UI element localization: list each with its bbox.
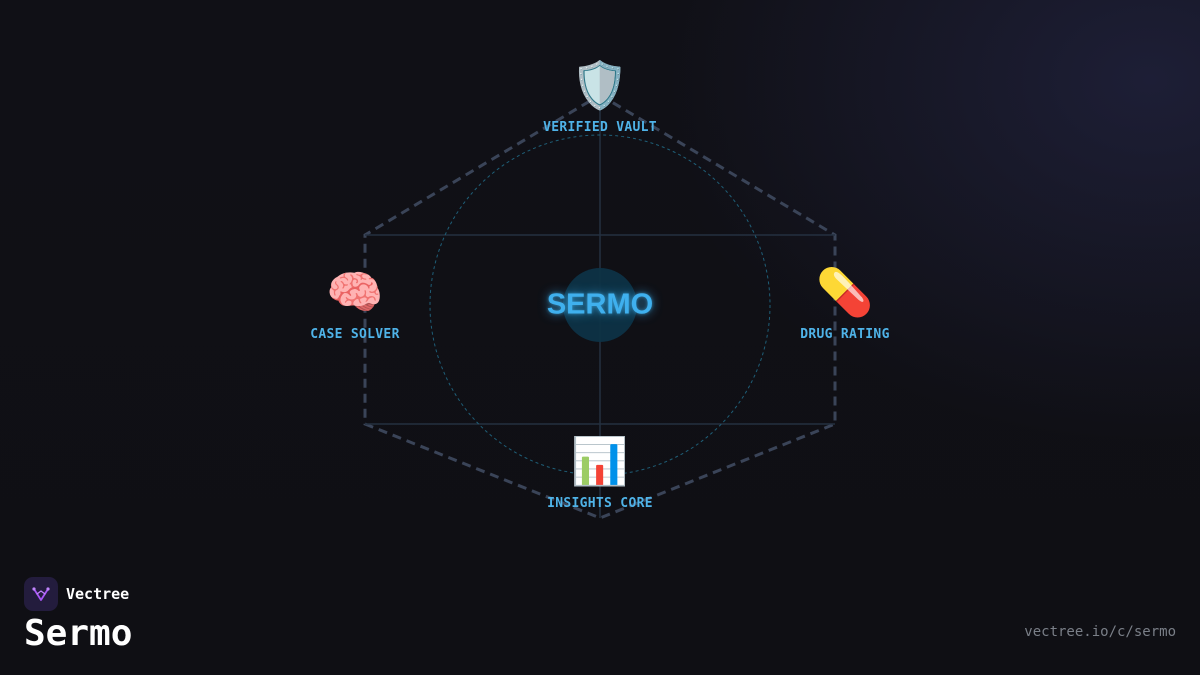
node-label: DRUG RATING bbox=[800, 327, 890, 342]
node-case-solver: 🧠 CASE SOLVER bbox=[255, 265, 455, 342]
footer-url[interactable]: vectree.io/c/sermo bbox=[1024, 624, 1176, 640]
shield-icon: 🛡️ bbox=[571, 58, 629, 112]
center-hub-glow bbox=[563, 268, 637, 342]
node-drug-rating: 💊 DRUG RATING bbox=[745, 265, 945, 342]
brand-header: Vectree bbox=[24, 577, 129, 611]
orbit-circle bbox=[429, 134, 771, 476]
brain-icon: 🧠 bbox=[326, 265, 384, 319]
node-label: INSIGHTS CORE bbox=[547, 496, 653, 511]
vectree-logo-icon bbox=[24, 577, 58, 611]
node-label: VERIFIED VAULT bbox=[543, 120, 657, 135]
pill-icon: 💊 bbox=[816, 265, 874, 319]
brand-name: Vectree bbox=[66, 585, 130, 603]
bar-chart-icon: 📊 bbox=[571, 434, 629, 488]
node-insights-core: 📊 INSIGHTS CORE bbox=[500, 434, 700, 511]
node-verified-vault: 🛡️ VERIFIED VAULT bbox=[500, 58, 700, 135]
center-label: SERMO bbox=[546, 288, 654, 321]
page-title: Sermo bbox=[24, 613, 133, 654]
node-label: CASE SOLVER bbox=[310, 327, 400, 342]
